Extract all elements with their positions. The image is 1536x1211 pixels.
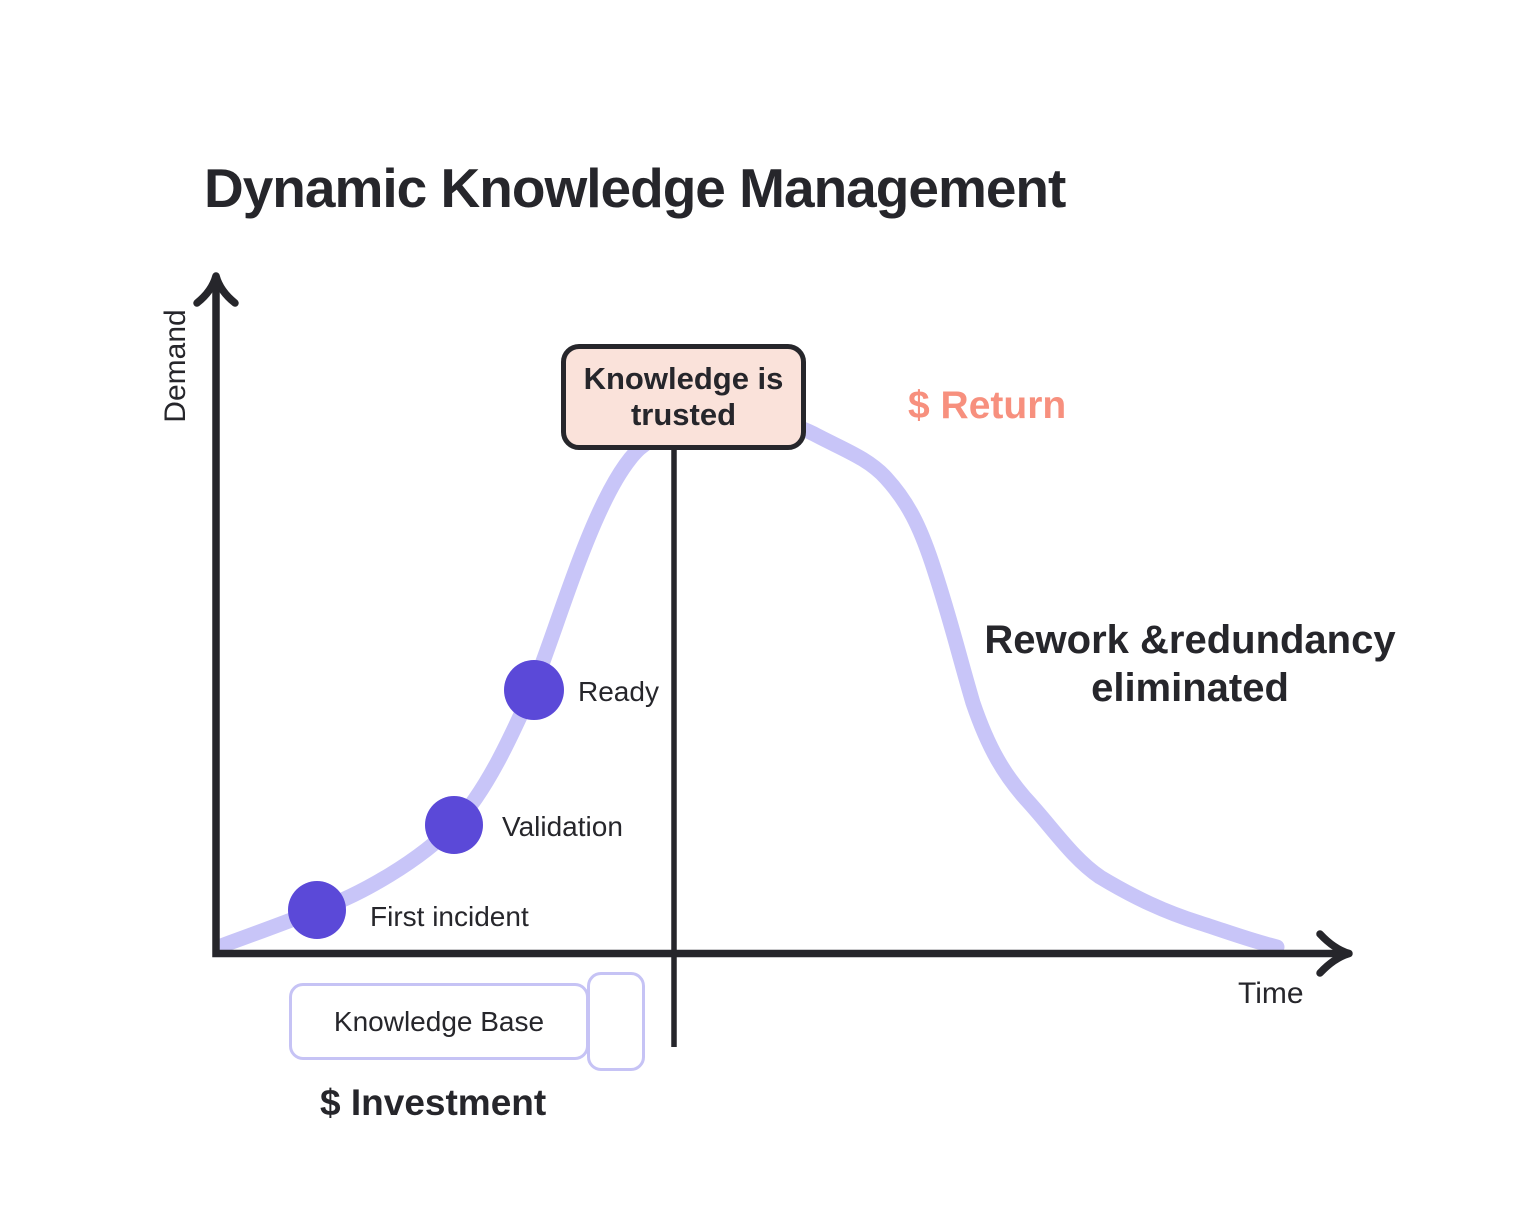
knowledge-base-box: Knowledge Base xyxy=(289,983,589,1060)
page-title: Dynamic Knowledge Management xyxy=(204,157,1066,219)
return-annotation: $ Return xyxy=(908,384,1067,427)
peak-callout-box: Knowledge is trusted xyxy=(561,344,806,450)
y-axis-arrowhead-icon xyxy=(193,272,239,307)
milestone-dot-first-incident xyxy=(288,881,346,939)
knowledge-base-label: Knowledge Base xyxy=(333,1005,545,1037)
peak-callout-text: Knowledge is trusted xyxy=(583,361,784,432)
investment-annotation: $ Investment xyxy=(320,1082,547,1123)
x-axis-label: Time xyxy=(1238,977,1304,1010)
x-axis-arrowhead-icon xyxy=(1316,930,1353,977)
milestone-label-first-incident: First incident xyxy=(370,901,529,932)
milestone-dot-ready xyxy=(504,660,564,720)
milestone-label-ready: Ready xyxy=(578,676,659,707)
milestone-dot-validation xyxy=(425,796,483,854)
rework-annotation: Rework &redundancy eliminated xyxy=(984,618,1396,710)
y-axis-label: Demand xyxy=(159,309,192,423)
axes-lines xyxy=(212,280,1340,958)
knowledge-base-side-box xyxy=(587,972,645,1071)
milestone-label-validation: Validation xyxy=(502,811,623,842)
